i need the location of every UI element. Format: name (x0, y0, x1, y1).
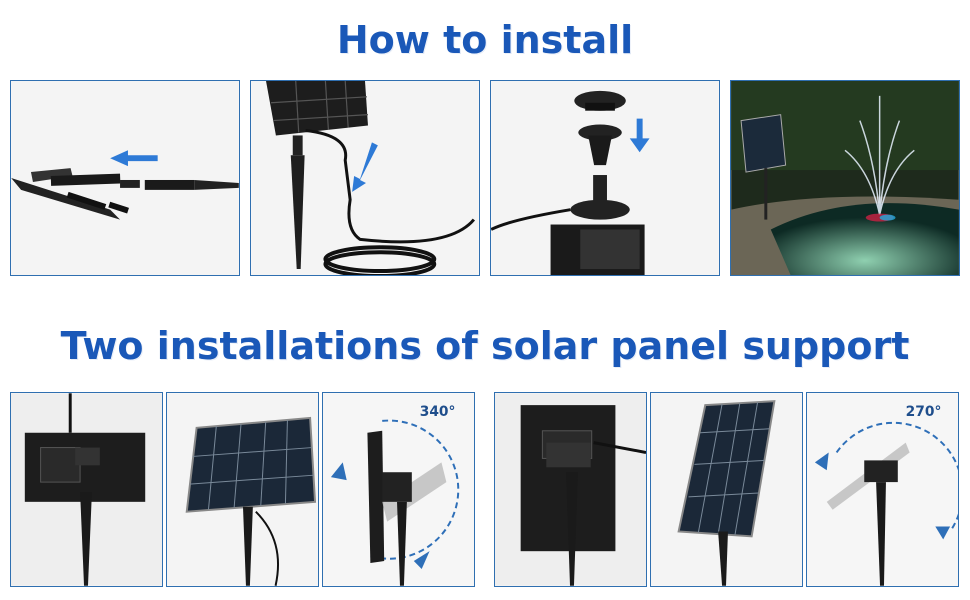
mount-b-back-view-panel (494, 392, 647, 587)
mount-a-rotation-panel: 340° (322, 392, 475, 587)
step-2-insert-stake-panel (250, 80, 480, 276)
arrow-down-icon (629, 118, 650, 153)
panel-front-tall-illustration (651, 393, 802, 586)
stake-panel-illustration (251, 81, 479, 275)
rotation-340-illustration: 340° (323, 393, 474, 586)
rotate-arrow-icon (330, 462, 347, 481)
rotation-angle-label: 340° (420, 404, 456, 420)
rotation-angle-label: 270° (906, 404, 942, 420)
mount-a-back-view-panel (10, 392, 163, 587)
panel-back-illustration (11, 393, 162, 586)
panel-front-illustration (167, 393, 318, 586)
connector-illustration (11, 81, 239, 275)
step-4-fountain-result-panel (730, 80, 960, 276)
step-3-attach-nozzle-panel (490, 80, 720, 276)
rotate-arrow-icon (814, 452, 829, 471)
arrow-left-icon (110, 150, 158, 167)
mount-a-front-view-panel (166, 392, 319, 587)
pump-nozzle-illustration (491, 81, 719, 275)
arrow-down-icon (352, 142, 378, 192)
heading-two-installations: Two installations of solar panel support (60, 324, 910, 368)
rotation-270-illustration: 270° (807, 393, 958, 586)
step-1-connect-cable-panel (10, 80, 240, 276)
garden-fountain-photo (731, 81, 959, 275)
panel-back-tall-illustration (495, 393, 646, 586)
mount-b-front-view-panel (650, 392, 803, 587)
rotate-arrow-icon (935, 526, 951, 540)
heading-how-to-install: How to install (336, 18, 634, 62)
mount-b-rotation-panel: 270° (806, 392, 959, 587)
rotate-arrow-icon (413, 551, 430, 569)
